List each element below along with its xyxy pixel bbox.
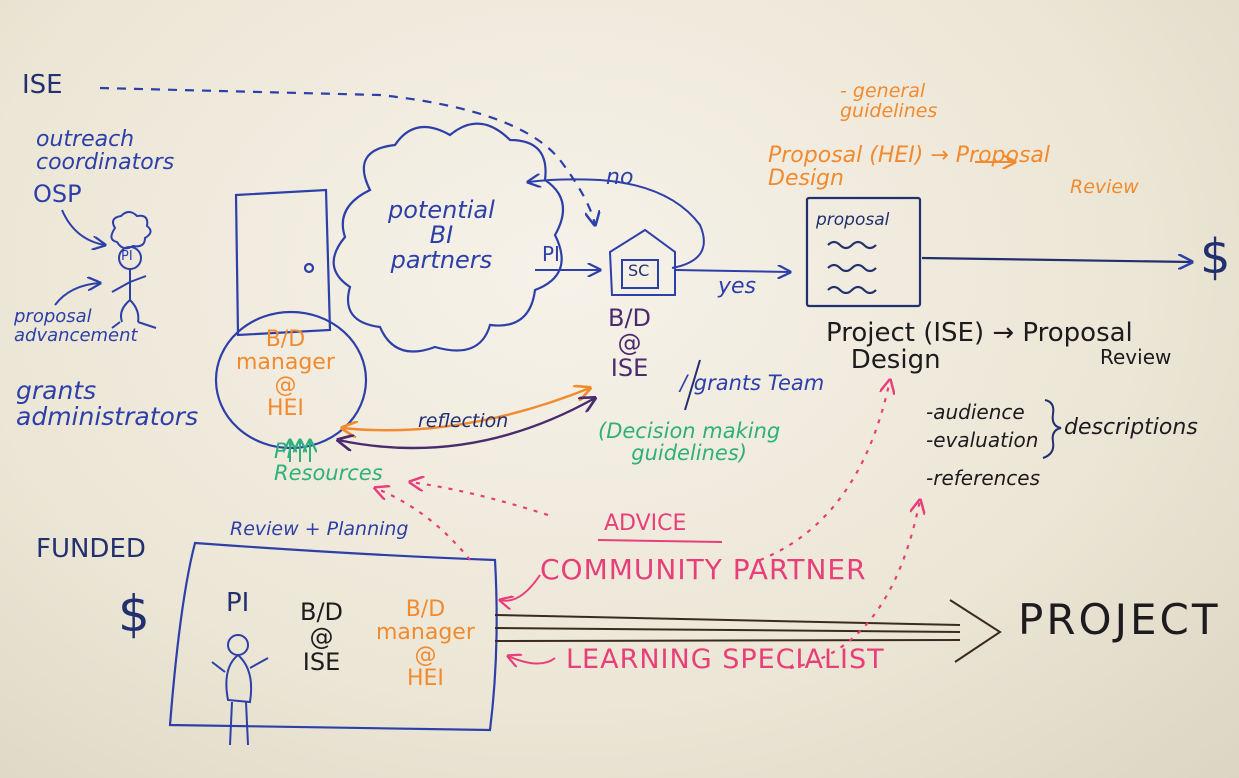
proposal-advancement-label: proposal advancement xyxy=(14,306,138,346)
pi-figure-left xyxy=(110,211,157,329)
ise-dashed-arrow xyxy=(99,86,595,225)
ise-label: ISE xyxy=(22,70,63,100)
sc-house xyxy=(608,228,676,296)
no-loop-arrow xyxy=(528,179,705,269)
funded-label: FUNDED xyxy=(36,534,146,564)
advancement-arrow xyxy=(54,283,100,306)
proposal-document-label: proposal xyxy=(816,210,890,230)
yes-arrow xyxy=(675,270,790,272)
review-planning-box xyxy=(168,541,498,732)
references-item: -references xyxy=(926,466,1041,490)
advice-underline xyxy=(597,539,723,543)
project-label: PROJECT xyxy=(1018,595,1221,644)
osp-arrow xyxy=(61,209,105,245)
reflection-arrow-purple xyxy=(338,398,595,448)
dollar-left: $ xyxy=(118,585,150,643)
proposal-review-top-label: Review xyxy=(1070,176,1139,198)
advice-dotted-arrows xyxy=(375,380,920,670)
bd-ise-label: B/D @ ISE xyxy=(608,304,652,383)
partners-cloud xyxy=(332,122,565,353)
proposal-review-right-label: Review xyxy=(1100,345,1172,369)
decision-slash xyxy=(684,359,701,411)
pi-head-label: PI xyxy=(121,249,133,264)
bd-ise-box-label: B/D @ ISE xyxy=(300,598,344,677)
sc-label: SC xyxy=(628,261,650,280)
descriptions-label: descriptions xyxy=(1064,415,1198,440)
yes-label: yes xyxy=(718,274,757,299)
grants-administrators-label: grants administrators xyxy=(16,376,199,432)
dollar-right: $ xyxy=(1200,229,1231,285)
pi-box-label: PI xyxy=(226,588,250,618)
review-planning-label: Review + Planning xyxy=(230,518,409,540)
learning-specialist-label: LEARNING SPECIALIST xyxy=(566,644,885,675)
bd-manager-box-label: B/D manager @ HEI xyxy=(376,597,475,692)
door-drawing xyxy=(234,188,332,337)
proposal-to-funding-arrow xyxy=(921,258,1192,262)
community-partner-label: COMMUNITY PARTNER xyxy=(540,553,867,586)
evaluation-item: -evaluation xyxy=(926,428,1039,452)
pi-arrow-label: PI xyxy=(542,242,560,266)
project-arrow xyxy=(494,599,1002,663)
bd-manager-hei-label: B/D manager @ HEI xyxy=(236,327,335,422)
proposal-document xyxy=(805,196,922,308)
general-guidelines-label: - general guidelines xyxy=(840,80,938,122)
descriptions-brace xyxy=(1042,399,1062,459)
advice-label: ADVICE xyxy=(604,511,687,536)
outreach-coordinators-label: outreach coordinators xyxy=(36,127,175,176)
learning-arrow xyxy=(508,656,556,664)
proposal-design-label: Proposal (HEI) → Proposal Design xyxy=(768,143,1051,192)
resources-arrows xyxy=(290,440,310,462)
osp-label: OSP xyxy=(33,180,82,208)
decision-guidelines-label: (Decision making guidelines) xyxy=(598,419,781,466)
project-design-label: Project (ISE) → Proposal Design xyxy=(826,318,1133,376)
potential-partners-label: potential BI partners xyxy=(388,196,495,275)
no-label: no xyxy=(606,165,634,190)
community-arrow xyxy=(500,574,541,601)
audience-item: -audience xyxy=(926,400,1025,424)
resources-label: PI Resources xyxy=(274,439,383,486)
grants-team-label: / grants Team xyxy=(680,371,825,395)
reflection-label: reflection xyxy=(418,410,509,432)
pi-figure-box xyxy=(211,634,269,746)
